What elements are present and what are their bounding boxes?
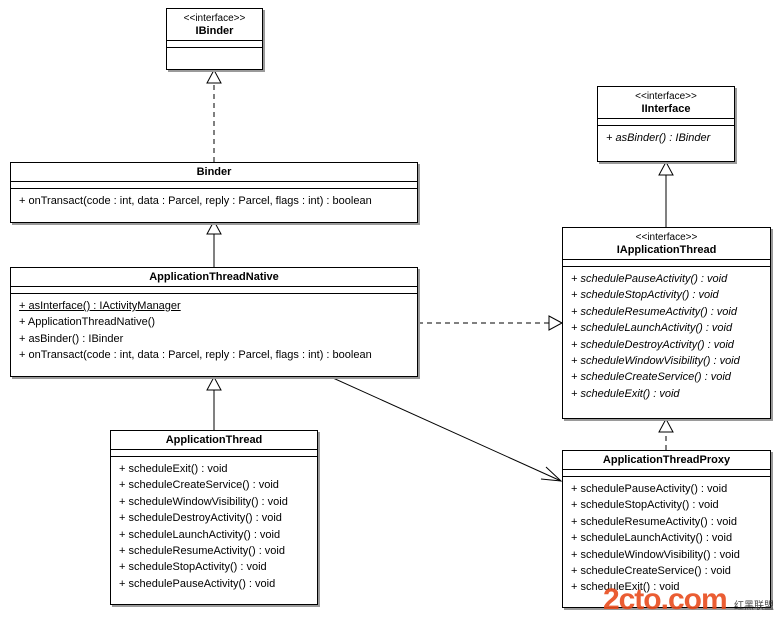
operation: + scheduleCreateService() : void	[119, 479, 279, 492]
association-native-proxy	[332, 377, 562, 482]
class-name: IBinder	[195, 25, 234, 37]
operation: + onTransact(code : int, data : Parcel, …	[19, 195, 372, 207]
stereotype-label: <<interface>>	[183, 13, 246, 24]
operations-compartment: + onTransact(code : int, data : Parcel, …	[11, 188, 417, 211]
attributes-compartment	[111, 449, 317, 456]
class-applicationthreadnative[interactable]: ApplicationThreadNative + asInterface() …	[10, 267, 418, 377]
operation: + scheduleResumeActivity() : void	[571, 305, 737, 318]
stereotype-label: <<interface>>	[635, 232, 698, 243]
hollow-triangle-iapp-side	[548, 315, 564, 331]
operation: + asBinder() : IBinder	[19, 332, 124, 345]
open-arrowhead-proxy	[540, 466, 563, 482]
operations-compartment: + schedulePauseActivity() : void + sched…	[563, 266, 770, 404]
operation: + schedulePauseActivity() : void	[119, 577, 276, 590]
class-iinterface[interactable]: <<interface>> IInterface + asBinder() : …	[597, 86, 735, 162]
class-binder[interactable]: Binder + onTransact(code : int, data : P…	[10, 162, 418, 223]
watermark-sub: 红黑联盟	[734, 601, 774, 612]
watermark-suffix: .com	[660, 583, 728, 616]
operation: + scheduleWindowVisibility() : void	[571, 355, 740, 368]
attributes-compartment	[563, 259, 770, 266]
class-applicationthread[interactable]: ApplicationThread + scheduleExit() : voi…	[110, 430, 318, 605]
operations-compartment: + scheduleExit() : void + scheduleCreate…	[111, 456, 317, 594]
class-name: IInterface	[641, 103, 691, 115]
class-iapplicationthread[interactable]: <<interface>> IApplicationThread + sched…	[562, 227, 771, 419]
operation: + scheduleStopActivity() : void	[571, 499, 719, 512]
operations-compartment: + schedulePauseActivity() : void + sched…	[563, 476, 770, 598]
operation: + scheduleWindowVisibility() : void	[571, 548, 740, 561]
class-name: Binder	[196, 166, 232, 178]
operation: + scheduleExit() : void	[571, 387, 680, 400]
class-name: IApplicationThread	[616, 244, 717, 256]
attributes-compartment	[11, 181, 417, 188]
class-name: ApplicationThread	[165, 434, 263, 446]
hollow-triangle-iinterface	[658, 160, 674, 176]
operation: + scheduleLaunchActivity() : void	[119, 528, 281, 541]
operations-compartment: + asBinder() : IBinder	[598, 125, 734, 148]
operation: + ApplicationThreadNative()	[19, 316, 156, 329]
operation: + schedulePauseActivity() : void	[571, 483, 728, 495]
operation: + asBinder() : IBinder	[606, 132, 711, 144]
operation: + scheduleExit() : void	[119, 463, 228, 475]
class-applicationthreadproxy[interactable]: ApplicationThreadProxy + schedulePauseAc…	[562, 450, 771, 608]
attributes-compartment	[598, 118, 734, 125]
watermark-main: 2cto	[602, 583, 662, 616]
operation: + scheduleResumeActivity() : void	[571, 515, 737, 528]
operation: + scheduleStopActivity() : void	[119, 561, 267, 574]
operation: + scheduleCreateService() : void	[571, 565, 731, 578]
hollow-triangle-iapp-bottom	[658, 417, 674, 433]
operation: + scheduleStopActivity() : void	[571, 289, 719, 302]
attributes-compartment	[167, 40, 262, 47]
operation: + scheduleDestroyActivity() : void	[571, 338, 734, 351]
operation: + scheduleExit() : void	[571, 581, 680, 594]
operation: + scheduleResumeActivity() : void	[119, 545, 285, 558]
operation: + scheduleLaunchActivity() : void	[571, 532, 733, 545]
operation: + scheduleCreateService() : void	[571, 371, 731, 384]
operations-compartment	[167, 47, 262, 48]
stereotype-label: <<interface>>	[635, 91, 697, 102]
operation: + scheduleWindowVisibility() : void	[119, 495, 288, 508]
attributes-compartment	[563, 469, 770, 476]
class-name: ApplicationThreadNative	[149, 271, 279, 283]
attributes-compartment	[11, 286, 417, 293]
static-operation: + asInterface() : IActivityManager	[19, 300, 181, 312]
hollow-triangle-binder	[206, 219, 222, 235]
class-name: ApplicationThreadProxy	[602, 454, 731, 466]
class-ibinder[interactable]: <<interface>> IBinder	[166, 8, 263, 70]
operation: + scheduleDestroyActivity() : void	[119, 512, 282, 525]
operations-compartment: + asInterface() : IActivityManager + App…	[11, 293, 417, 366]
watermark-logo: 2cto.com 红黑联盟	[603, 583, 774, 617]
operation: + schedulePauseActivity() : void	[571, 273, 728, 285]
operation: + scheduleLaunchActivity() : void	[571, 322, 733, 335]
hollow-triangle-ibinder	[206, 68, 222, 84]
hollow-triangle-native	[206, 375, 222, 391]
operation: + onTransact(code : int, data : Parcel, …	[19, 349, 372, 362]
